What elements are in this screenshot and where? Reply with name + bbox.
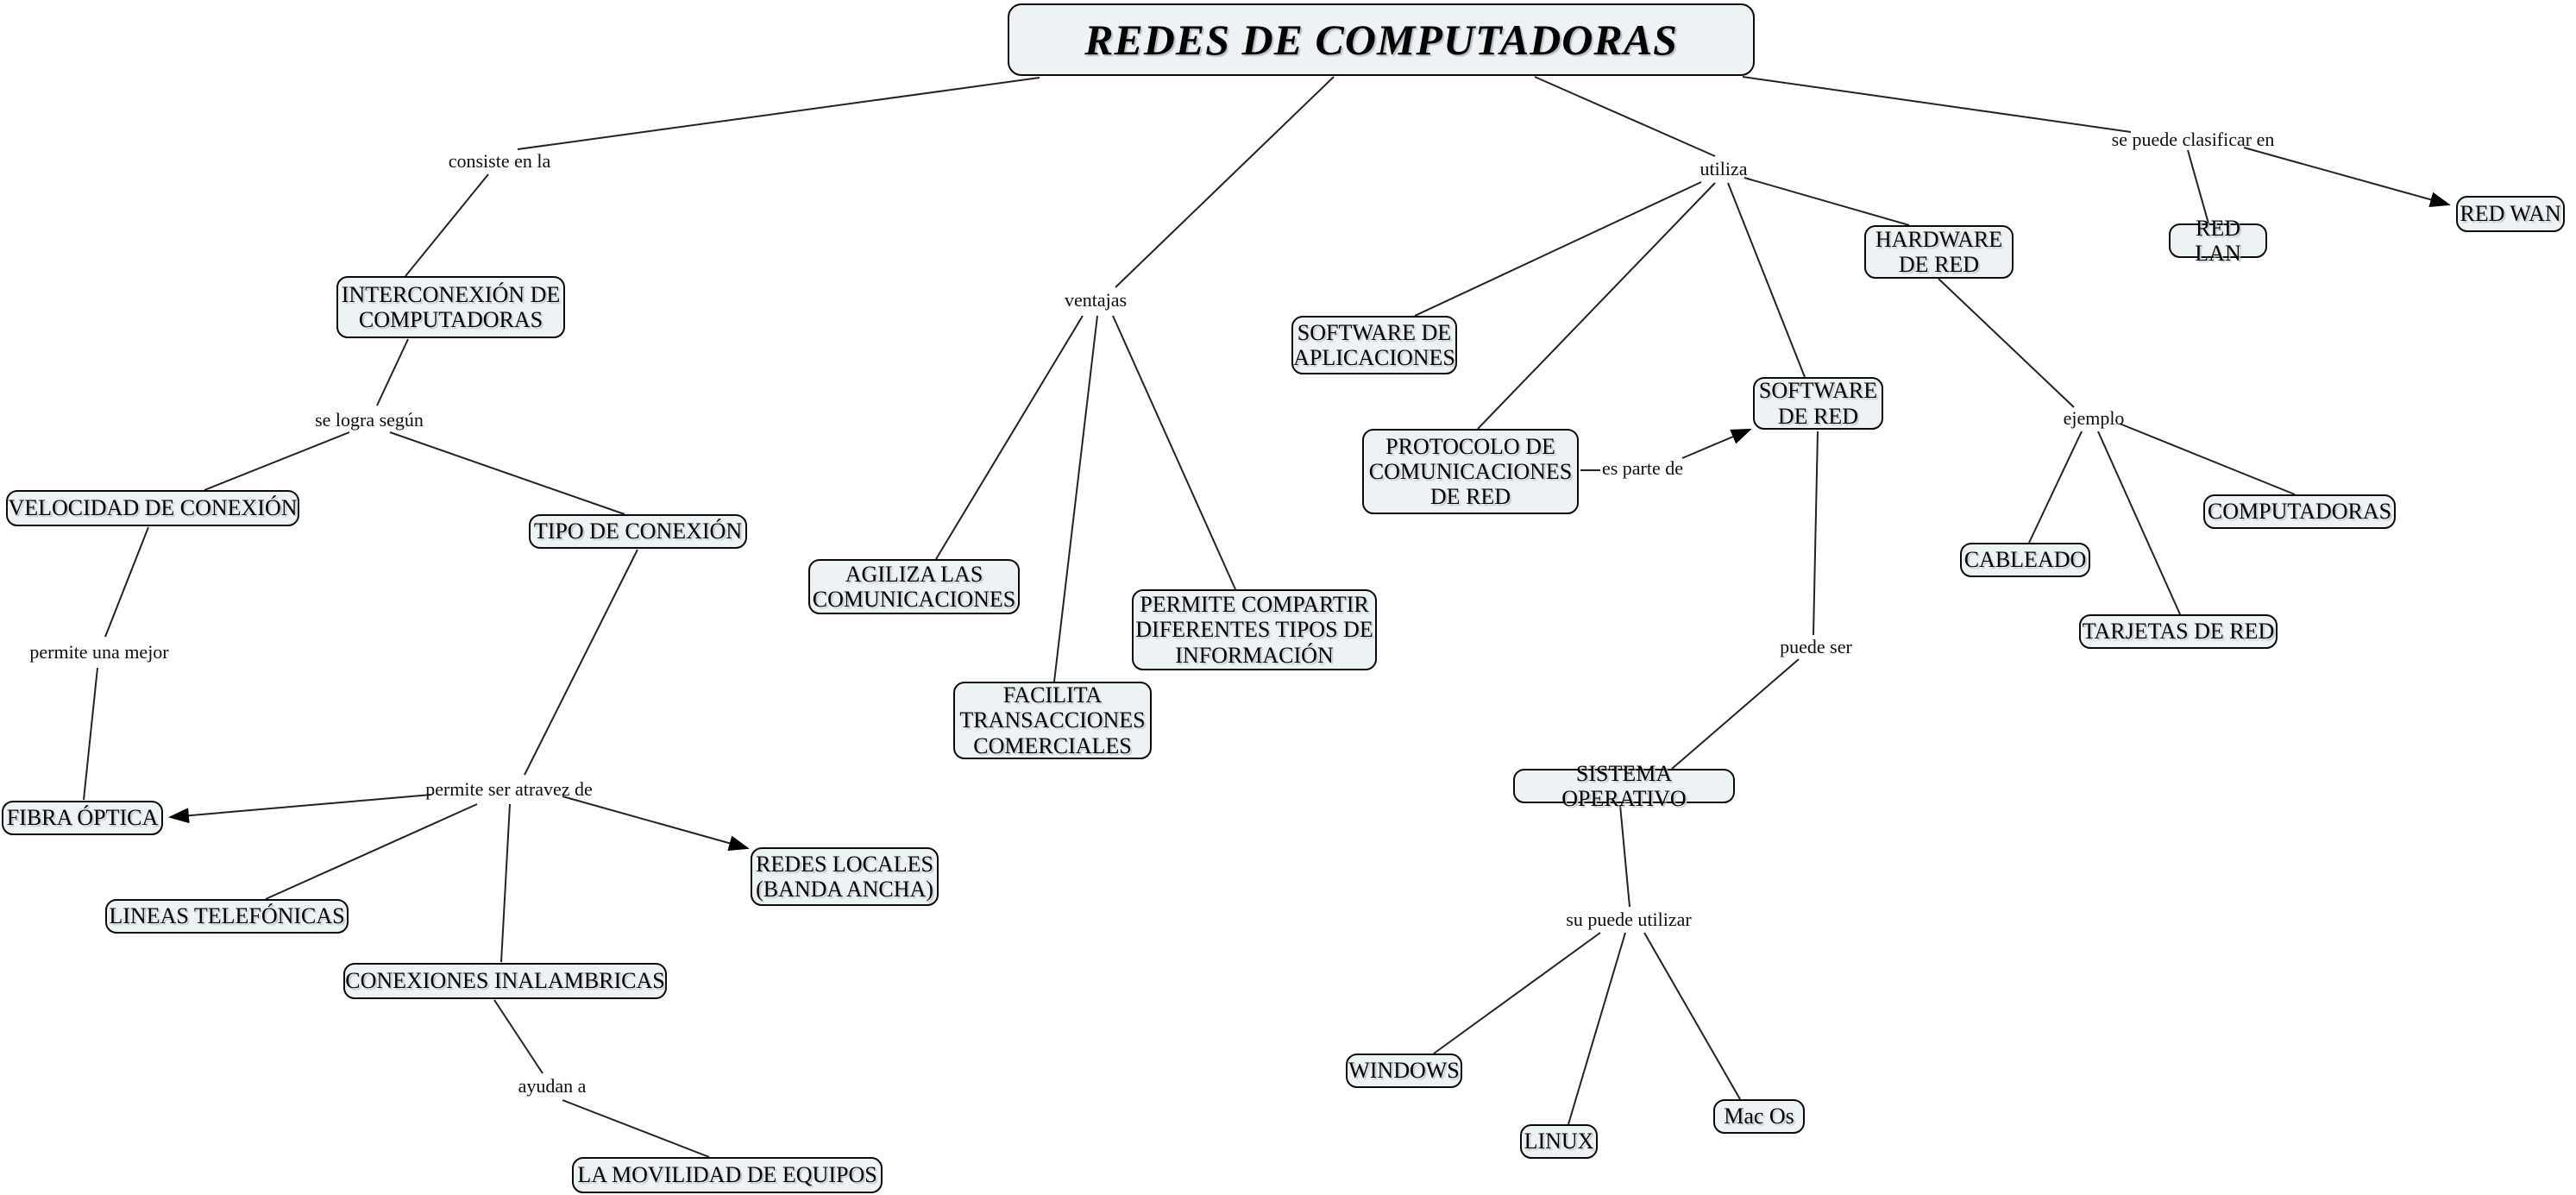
node-interconexion[interactable]: INTERCONEXIÓN DE COMPUTADORAS [336, 276, 565, 338]
link-label-puede-ser[interactable]: puede ser [1780, 636, 1852, 657]
node-tipo[interactable]: TIPO DE CONEXIÓN [529, 514, 747, 549]
edge-permite-ser-atravez-to-fibra-optica [168, 794, 432, 824]
link-label-utiliza[interactable]: utiliza [1700, 158, 1748, 179]
node-hardware-red[interactable]: HARDWARE DE RED [1864, 225, 2014, 279]
edge-ayudan-a-to-movilidad-equipos [562, 1099, 710, 1158]
node-facilita[interactable]: FACILITA TRANSACCIONES COMERCIALES [953, 682, 1152, 759]
edge-velocidad-to-permite-una-mejor [104, 526, 149, 638]
link-label-su-puede-utilizar[interactable]: su puede utilizar [1566, 909, 1692, 930]
edge-permite-ser-atravez-to-conexiones-inalambricas [500, 803, 511, 963]
edge-se-puede-clasificar-to-red-wan [2243, 147, 2451, 208]
edge-sistema-operativo-to-su-puede-utilizar [1619, 804, 1630, 908]
node-red-wan[interactable]: RED WAN [2456, 196, 2565, 232]
edge-utiliza-to-software-aplicaciones [1414, 181, 1702, 317]
link-label-permite-ser-atravez[interactable]: permite ser atravez de [425, 778, 593, 800]
node-title-redes-de-computadoras[interactable]: REDES DE COMPUTADORAS [1008, 3, 1755, 76]
edge-puede-ser-to-sistema-operativo [1671, 658, 1800, 770]
edge-ventajas-to-agiliza [935, 315, 1084, 560]
node-software-aplicaciones[interactable]: SOFTWARE DE APLICACIONES [1291, 316, 1457, 374]
edge-ventajas-to-permite-compartir [1112, 315, 1236, 590]
node-computadoras[interactable]: COMPUTADORAS [2203, 494, 2396, 529]
node-conexiones-inalambricas[interactable]: CONEXIONES INALAMBRICAS [343, 963, 667, 999]
edge-tipo-to-permite-ser-atravez [524, 549, 638, 776]
edge-consiste-en-la-to-interconexion [405, 173, 489, 277]
edge-permite-una-mejor-to-fibra-optica [83, 667, 98, 801]
node-cableado[interactable]: CABLEADO [1960, 543, 2090, 577]
node-agiliza[interactable]: AGILIZA LAS COMUNICACIONES [808, 559, 1020, 614]
edge-title-to-utiliza [1534, 76, 1716, 157]
edge-se-logra-segun-to-velocidad [204, 431, 350, 491]
edge-title-to-consiste-en-la [517, 77, 1040, 150]
edge-permite-ser-atravez-to-redes-locales [562, 796, 750, 851]
edge-ejemplo-to-cableado [2028, 431, 2083, 544]
link-label-se-puede-clasificar[interactable]: se puede clasificar en [2111, 129, 2275, 150]
node-movilidad-equipos[interactable]: LA MOVILIDAD DE EQUIPOS [572, 1157, 883, 1193]
node-redes-locales[interactable]: REDES LOCALES (BANDA ANCHA) [751, 847, 939, 906]
edge-ejemplo-to-computadoras [2119, 423, 2296, 495]
link-label-es-parte-de[interactable]: es parte de [1601, 457, 1684, 479]
edge-es-parte-de-to-software-red [1681, 428, 1752, 459]
edge-utiliza-to-software-red [1727, 182, 1806, 378]
edge-ejemplo-to-tarjetas-red [2097, 431, 2181, 615]
edge-su-puede-utilizar-to-windows [1433, 932, 1601, 1054]
node-velocidad[interactable]: VELOCIDAD DE CONEXIÓN [6, 490, 299, 526]
edge-su-puede-utilizar-to-mac-os [1643, 932, 1741, 1100]
link-label-ventajas[interactable]: ventajas [1064, 289, 1128, 311]
link-label-se-logra-segun[interactable]: se logra según [315, 409, 424, 431]
link-label-permite-una-mejor[interactable]: permite una mejor [29, 641, 169, 663]
node-windows[interactable]: WINDOWS [1346, 1053, 1462, 1088]
node-lineas-telefonicas[interactable]: LINEAS TELEFÓNICAS [105, 899, 349, 934]
node-fibra-optica[interactable]: FIBRA ÓPTICA [2, 801, 163, 835]
link-label-ejemplo[interactable]: ejemplo [2063, 407, 2125, 429]
node-permite-compartir[interactable]: PERMITE COMPARTIR DIFERENTES TIPOS DE IN… [1132, 589, 1377, 670]
node-protocolo[interactable]: PROTOCOLO DE COMUNICACIONES DE RED [1362, 429, 1579, 514]
edge-ventajas-to-facilita [1053, 315, 1098, 682]
edge-utiliza-to-hardware-red [1744, 177, 1910, 226]
edge-software-red-to-puede-ser [1813, 431, 1819, 636]
node-mac-os[interactable]: Mac Os [1713, 1099, 1805, 1134]
link-label-ayudan-a[interactable]: ayudan a [518, 1075, 587, 1097]
edge-title-to-se-puede-clasificar [1742, 76, 2132, 133]
node-linux[interactable]: LINUX [1520, 1124, 1598, 1159]
edge-interconexion-to-se-logra-segun [376, 338, 409, 406]
edge-hardware-red-to-ejemplo [1938, 278, 2075, 408]
edge-su-puede-utilizar-to-linux [1568, 932, 1626, 1125]
edge-title-to-ventajas [1115, 76, 1335, 288]
edge-permite-ser-atravez-to-lineas-telefonicas [265, 803, 478, 900]
edge-se-logra-segun-to-tipo [389, 431, 625, 515]
link-label-consiste-en-la[interactable]: consiste en la [448, 150, 551, 172]
node-tarjetas-red[interactable]: TARJETAS DE RED [2079, 614, 2278, 649]
edge-se-puede-clasificar-to-red-lan [2187, 149, 2209, 224]
node-software-red[interactable]: SOFTWARE DE RED [1753, 377, 1883, 430]
node-sistema-operativo[interactable]: SISTEMA OPERATIVO [1513, 761, 1735, 811]
edge-utiliza-to-protocolo [1477, 182, 1716, 430]
node-red-lan[interactable]: RED LAN [2169, 216, 2267, 266]
edge-conexiones-inalambricas-to-ayudan-a [493, 999, 543, 1074]
